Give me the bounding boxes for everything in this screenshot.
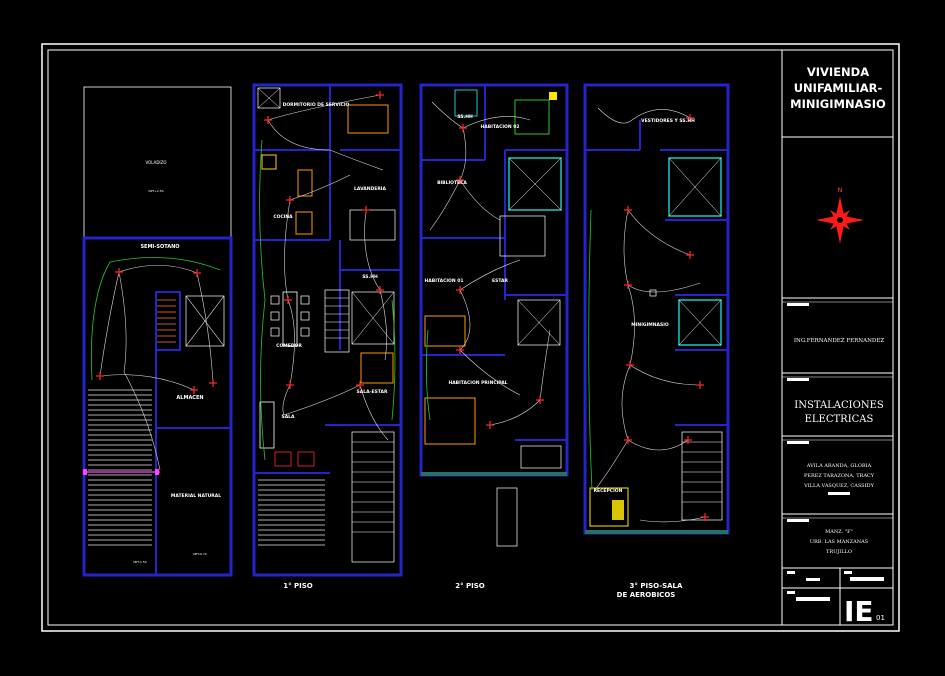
sheet-outer-border <box>41 43 900 632</box>
sheet-number: 01 <box>876 614 885 622</box>
author-1: AVILA ARANDA, GLORIA <box>806 463 872 469</box>
north-label: N <box>838 187 843 194</box>
caption-floor3-line2: DE AEROBICOS <box>617 591 676 599</box>
label-recepcion: RECEPCION <box>594 488 623 494</box>
label-sshh-1: SS.HH <box>362 274 378 280</box>
basement-plan: VOLADIZO NPT+2.50 SEMI-SOTANO ALMACEN <box>82 86 233 577</box>
label-habitacion-principal: HABITACION PRINCIPAL <box>448 380 507 386</box>
caption-floor3-line1: 3° PISO-SALA <box>630 582 683 590</box>
project-title-line3: MINIGIMNASIO <box>790 97 886 111</box>
project-title-line1: VIVIENDA <box>807 65 869 79</box>
label-comedor: COMEDOR <box>276 343 302 349</box>
caption-floor2: 2° PISO <box>455 582 485 590</box>
project-title-line2: UNIFAMILIAR- <box>794 81 883 95</box>
svg-text:NPT-1.50: NPT-1.50 <box>133 560 146 564</box>
sheet-inner-border <box>47 49 894 626</box>
title-block: VIVIENDA UNIFAMILIAR- MINIGIMNASIO N ING… <box>781 49 894 628</box>
location-line1: MANZ. "F" <box>825 529 853 535</box>
label-dormitorio: DORMITORIO DE SERVICIO <box>283 102 350 108</box>
caption-floor1: 1° PISO <box>283 582 313 590</box>
svg-text:NPT-0.70: NPT-0.70 <box>193 552 206 556</box>
label-habitacion-01: HABITACION 01 <box>425 278 464 284</box>
floor3-plan: VESTIDORES Y SS.HH MINIGIMNASIO RECEPCIO… <box>583 83 730 599</box>
label-sala: SALA <box>281 414 295 420</box>
svg-text:NPT+2.50: NPT+2.50 <box>148 189 163 193</box>
north-compass-icon <box>816 196 864 244</box>
sheet-code: IE <box>844 595 874 628</box>
location-line3: TRUJILLO <box>826 549 852 555</box>
label-habitacion-02: HABITACION 02 <box>481 124 520 130</box>
label-vestidores: VESTIDORES Y SS.HH <box>641 118 695 124</box>
author-3: VILLA VASQUEZ, CASSIDY <box>803 483 874 489</box>
label-sshh-2: SS.HH <box>457 114 473 120</box>
label-minigimnasio: MINIGIMNASIO <box>631 322 669 328</box>
sheet-title-line2: ELECTRICAS <box>805 414 874 425</box>
label-material-natural: MATERIAL NATURAL <box>171 493 221 499</box>
floor2-plan: HABITACION 02 BIBLIOTECA HABITACION 01 E… <box>419 83 569 590</box>
label-biblioteca: BIBLIOTECA <box>437 180 467 186</box>
engineer-name: ING.FERNANDEZ FERNANDEZ <box>794 338 884 344</box>
floor1-plan: DORMITORIO DE SERVICIO LAVANDERIA COCINA… <box>252 83 403 590</box>
label-estar: ESTAR <box>492 278 509 284</box>
label-almacen: ALMACEN <box>176 395 203 401</box>
label-lavanderia: LAVANDERIA <box>354 186 386 192</box>
author-2: PEREZ TARAZONA, TRACY <box>804 473 875 479</box>
location-line2: URB. LAS MANZANAS <box>810 539 869 545</box>
sheet-title-line1: INSTALACIONES <box>794 400 884 411</box>
label-sala-estar: SALA-ESTAR <box>357 389 388 395</box>
label-cocina: COCINA <box>273 214 293 220</box>
label-voladizo: VOLADIZO <box>145 160 166 165</box>
label-semi-sotano: SEMI-SOTANO <box>140 244 179 250</box>
